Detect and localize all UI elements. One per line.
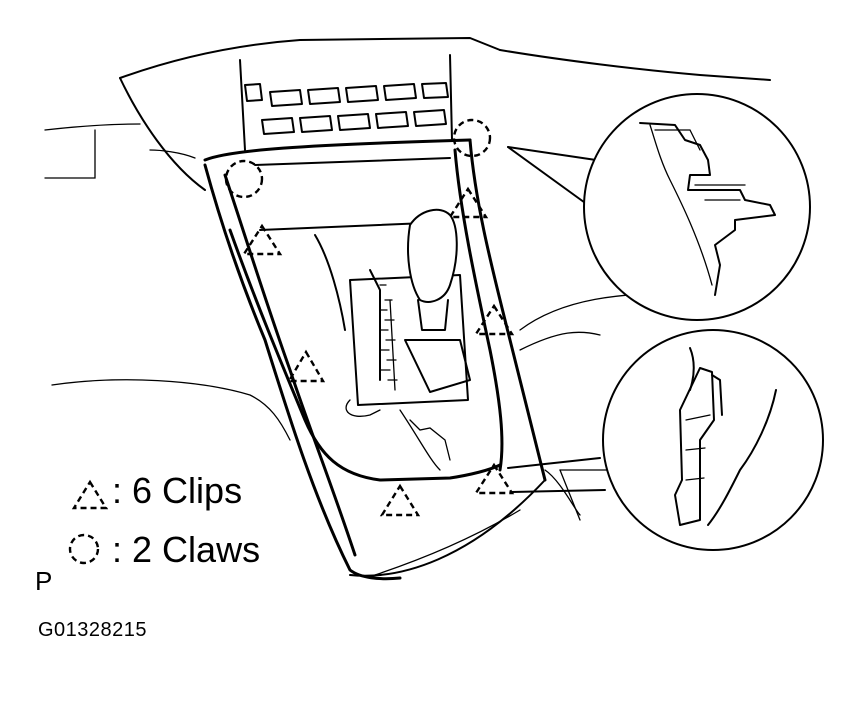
clip-marker-icon	[379, 483, 421, 517]
legend-claws-separator: :	[112, 529, 123, 570]
legend-clips-label: : 6 Clips	[112, 470, 242, 512]
figure-code: G01328215	[38, 619, 148, 641]
gear-shifter	[314, 208, 471, 471]
circle-dashed-icon	[68, 533, 100, 565]
legend-claws-label: : 2 Claws	[112, 529, 260, 571]
legend-clips-text: 6 Clips	[132, 470, 243, 511]
clip-marker-icon	[241, 223, 283, 256]
triangle-dashed-icon	[71, 479, 109, 510]
clip-markers	[241, 186, 515, 517]
clip-marker-icon	[473, 303, 515, 336]
legend-symbols	[68, 479, 109, 565]
claw-marker-icon	[224, 159, 264, 199]
legend-claws-text: 2 Claws	[132, 529, 261, 570]
claw-markers	[224, 118, 492, 199]
clip-detail-callout	[507, 329, 824, 551]
claw-detail-callout	[507, 93, 811, 321]
legend-clips-separator: :	[112, 470, 123, 511]
clip-marker-icon	[473, 462, 515, 495]
clip-marker-icon	[447, 186, 489, 219]
claw-marker-icon	[452, 118, 492, 158]
view-letter: P	[35, 566, 53, 596]
console-trim-panel	[203, 138, 547, 581]
clip-marker-icon	[286, 349, 326, 383]
climate-control-buttons	[239, 54, 453, 151]
dashboard-outline	[44, 37, 771, 521]
